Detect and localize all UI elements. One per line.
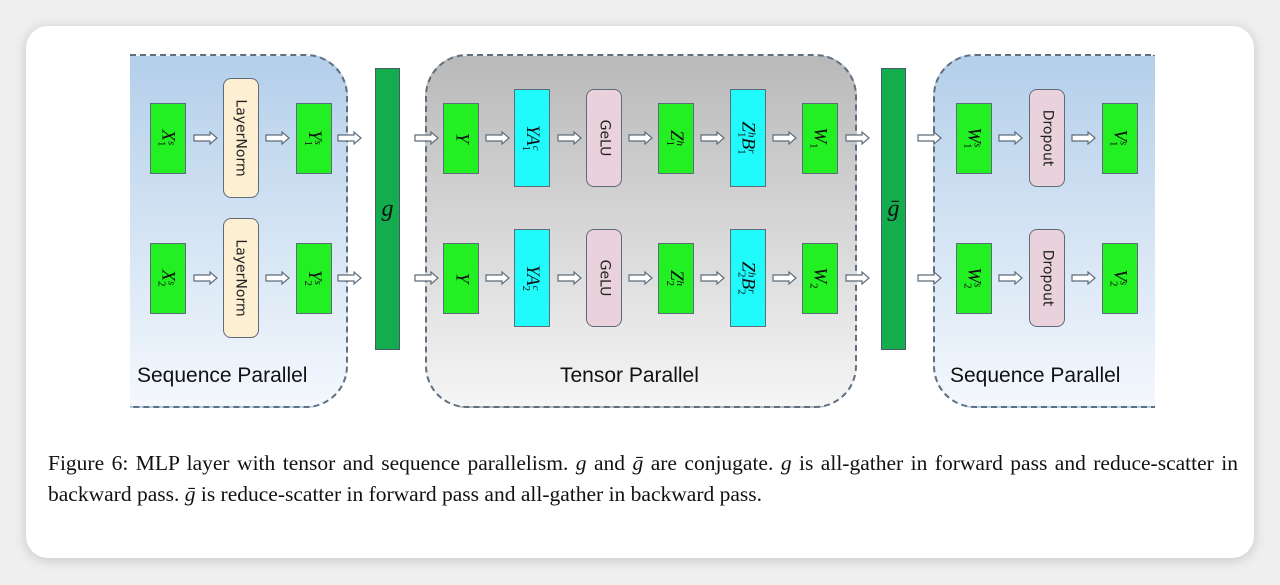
- node-label: LayerNorm: [233, 99, 249, 177]
- caption-text: are conjugate.: [643, 451, 781, 475]
- node-gelu-row1: GeLU: [586, 89, 622, 187]
- figure-caption: Figure 6: MLP layer with tensor and sequ…: [48, 448, 1238, 510]
- node-layernorm-row2: LayerNorm: [223, 218, 259, 338]
- node-label: W 2: [808, 267, 831, 289]
- caption-g: g: [575, 451, 587, 475]
- node-dropout-row1: Dropout: [1029, 89, 1065, 187]
- g-symbol: g: [381, 195, 394, 222]
- caption-text: and: [586, 451, 633, 475]
- node-label: GeLU: [596, 259, 612, 297]
- g-allgather-bar: g: [375, 68, 400, 350]
- node-layernorm-row1: LayerNorm: [223, 78, 259, 198]
- node-y-row1: Y: [443, 102, 479, 174]
- panel-label-sequence-parallel-left: Sequence Parallel: [137, 364, 308, 387]
- panel-label-sequence-parallel-right: Sequence Parallel: [950, 364, 1121, 387]
- g-bar-reducescatter-bar: ḡ: [881, 68, 906, 350]
- panel-label-tensor-parallel: Tensor Parallel: [560, 364, 699, 387]
- caption-text: is all-gather in forward pass and reduce…: [48, 451, 1238, 506]
- node-w-row1: W 1: [802, 102, 838, 174]
- caption-g-bar: ḡ: [184, 482, 196, 506]
- node-dropout-row2: Dropout: [1029, 229, 1065, 327]
- caption-g: g: [780, 451, 792, 475]
- g-bar-symbol: ḡ: [887, 195, 900, 222]
- node-label: GeLU: [596, 119, 612, 157]
- caption-g-bar: ḡ: [632, 451, 644, 475]
- node-label: LayerNorm: [233, 239, 249, 317]
- node-label: Dropout: [1039, 109, 1056, 167]
- caption-prefix: Figure 6: MLP layer with tensor and sequ…: [48, 451, 576, 475]
- node-w-row2: W 2: [802, 242, 838, 314]
- node-gelu-row2: GeLU: [586, 229, 622, 327]
- node-y-row2: Y: [443, 242, 479, 314]
- caption-text: is reduce-scatter in forward pass and al…: [195, 482, 763, 506]
- node-label: Y: [450, 132, 472, 144]
- node-label: Dropout: [1039, 249, 1056, 307]
- node-label: Y: [450, 272, 472, 284]
- node-label: W 1: [808, 127, 831, 149]
- tensor-parallel-panel: [425, 54, 857, 408]
